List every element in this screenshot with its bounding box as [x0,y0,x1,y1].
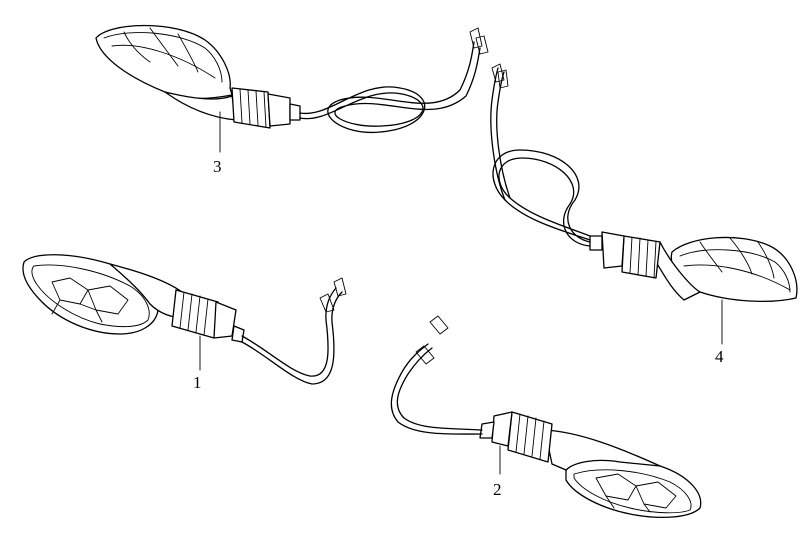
callout-4: 4 [715,347,724,366]
turn-signal-3[interactable] [95,24,489,134]
turn-signal-4[interactable] [490,63,798,303]
callout-2: 2 [493,480,502,499]
turn-signal-2[interactable] [390,315,702,518]
turn-signal-1[interactable] [22,254,347,385]
callout-1: 1 [193,373,202,392]
callout-3: 3 [213,157,222,176]
